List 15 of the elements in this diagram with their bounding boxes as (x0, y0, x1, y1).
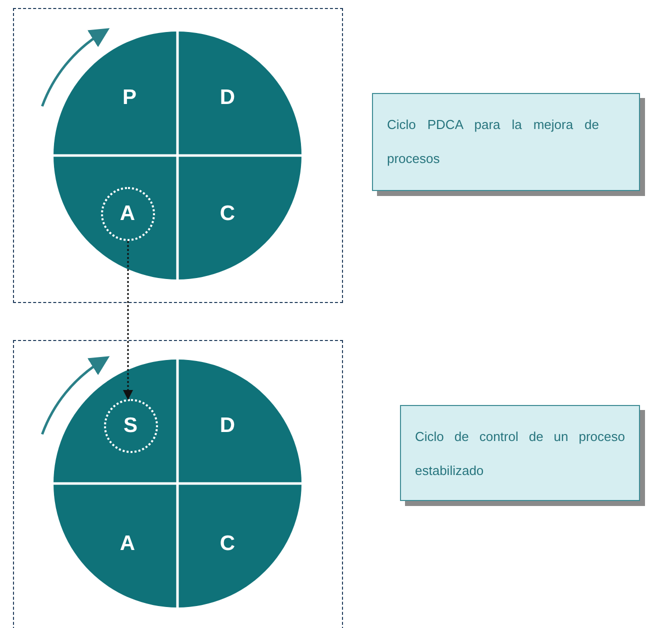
dashed-frame (13, 340, 343, 628)
quadrant-letter: C (220, 532, 236, 556)
dotted-arrow (123, 241, 133, 400)
quadrant-letter: A (120, 202, 136, 226)
quadrant-letter: A (120, 532, 136, 556)
quadrant-letter: S (123, 414, 138, 438)
dashed-frame (13, 8, 343, 303)
quadrant-letter: D (220, 414, 236, 438)
caption-text: Ciclo PDCA para la mejora de procesos (387, 116, 599, 168)
dotted-circle (100, 186, 154, 240)
caption-text: Ciclo de control de un proceso estabilizado (415, 428, 625, 480)
quadrant-letter: C (220, 202, 236, 226)
quadrant-letter: D (220, 86, 236, 110)
dotted-circle (104, 398, 158, 452)
quadrant-letter: P (122, 86, 136, 110)
